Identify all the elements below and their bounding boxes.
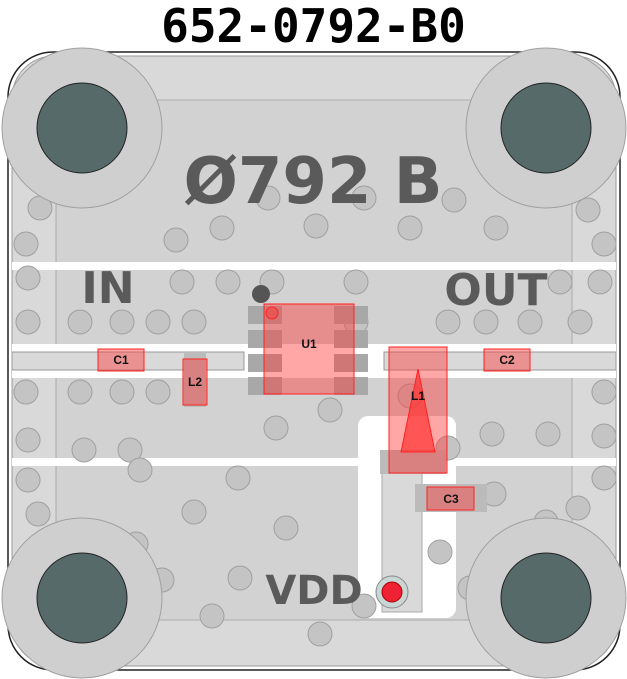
l1-label: L1 <box>411 389 425 403</box>
c3-body <box>426 486 475 511</box>
silkscreen-vdd: VDD <box>265 568 362 614</box>
u1-pads <box>248 306 368 395</box>
via <box>307 621 333 647</box>
mounting-hole <box>36 82 128 174</box>
via <box>535 421 561 447</box>
via <box>441 187 467 213</box>
via <box>145 379 171 405</box>
via <box>109 309 135 335</box>
l2-pads <box>184 352 206 407</box>
via <box>15 309 41 335</box>
via <box>397 215 423 241</box>
via <box>109 379 135 405</box>
via <box>473 309 499 335</box>
via <box>13 379 39 405</box>
mounting-hole <box>500 82 592 174</box>
via <box>567 309 593 335</box>
via <box>67 309 93 335</box>
rf-output-trace <box>383 351 617 371</box>
l2-body <box>182 358 208 406</box>
via <box>15 265 41 291</box>
u1-pin1-dot <box>265 306 279 320</box>
c1-label: C1 <box>113 353 129 367</box>
mounting-hole <box>36 552 128 644</box>
via <box>181 499 207 525</box>
via <box>591 465 617 491</box>
via <box>517 309 543 335</box>
via <box>575 197 601 223</box>
mounting-holes <box>1 47 627 679</box>
via <box>317 397 343 423</box>
via <box>587 269 613 295</box>
via <box>145 309 171 335</box>
via <box>71 437 97 463</box>
pin1-marker <box>252 285 270 303</box>
via <box>483 215 509 241</box>
l2-label: L2 <box>188 375 202 389</box>
via <box>227 565 253 591</box>
component-u1[interactable]: U1 <box>263 303 355 395</box>
via <box>209 215 235 241</box>
via <box>591 423 617 449</box>
c2-body <box>483 348 531 372</box>
component-l2[interactable]: L2 <box>182 358 208 406</box>
via <box>591 231 617 257</box>
via <box>351 593 377 619</box>
via <box>13 231 39 257</box>
l1-pad <box>380 450 446 474</box>
via <box>117 437 143 463</box>
via <box>303 213 329 239</box>
via <box>263 415 289 441</box>
component-c2[interactable]: C2 <box>483 348 531 372</box>
via <box>343 269 369 295</box>
via <box>181 309 207 335</box>
via <box>351 185 377 211</box>
silkscreen-out: OUT <box>444 265 547 316</box>
l1-arrow <box>400 368 436 453</box>
via <box>199 603 225 629</box>
u1-body <box>263 303 355 395</box>
silkscreen-part: Ø792 B <box>183 145 442 219</box>
via <box>15 427 41 453</box>
via <box>169 269 195 295</box>
vdd-pad-marker <box>381 581 403 603</box>
clearance <box>12 262 616 270</box>
via <box>427 539 453 565</box>
via <box>435 309 461 335</box>
c1-body <box>97 348 145 372</box>
via <box>127 457 153 483</box>
c2-label: C2 <box>499 353 515 367</box>
c3-label: C3 <box>443 492 459 506</box>
via <box>273 515 299 541</box>
component-l1[interactable]: L1 <box>388 346 448 474</box>
via <box>215 269 241 295</box>
clearance <box>12 458 616 466</box>
via <box>479 421 505 447</box>
via <box>565 495 591 521</box>
via <box>25 501 51 527</box>
component-c3[interactable]: C3 <box>426 486 475 511</box>
via <box>163 227 189 253</box>
via <box>67 379 93 405</box>
via <box>547 269 573 295</box>
via <box>15 467 41 493</box>
via <box>591 379 617 405</box>
silkscreen-in: IN <box>81 263 134 314</box>
board-title: 652-0792-B0 <box>161 0 466 53</box>
via <box>255 185 281 211</box>
via <box>225 465 251 491</box>
u1-label: U1 <box>301 337 317 351</box>
mounting-hole <box>500 552 592 644</box>
component-c1[interactable]: C1 <box>97 348 145 372</box>
